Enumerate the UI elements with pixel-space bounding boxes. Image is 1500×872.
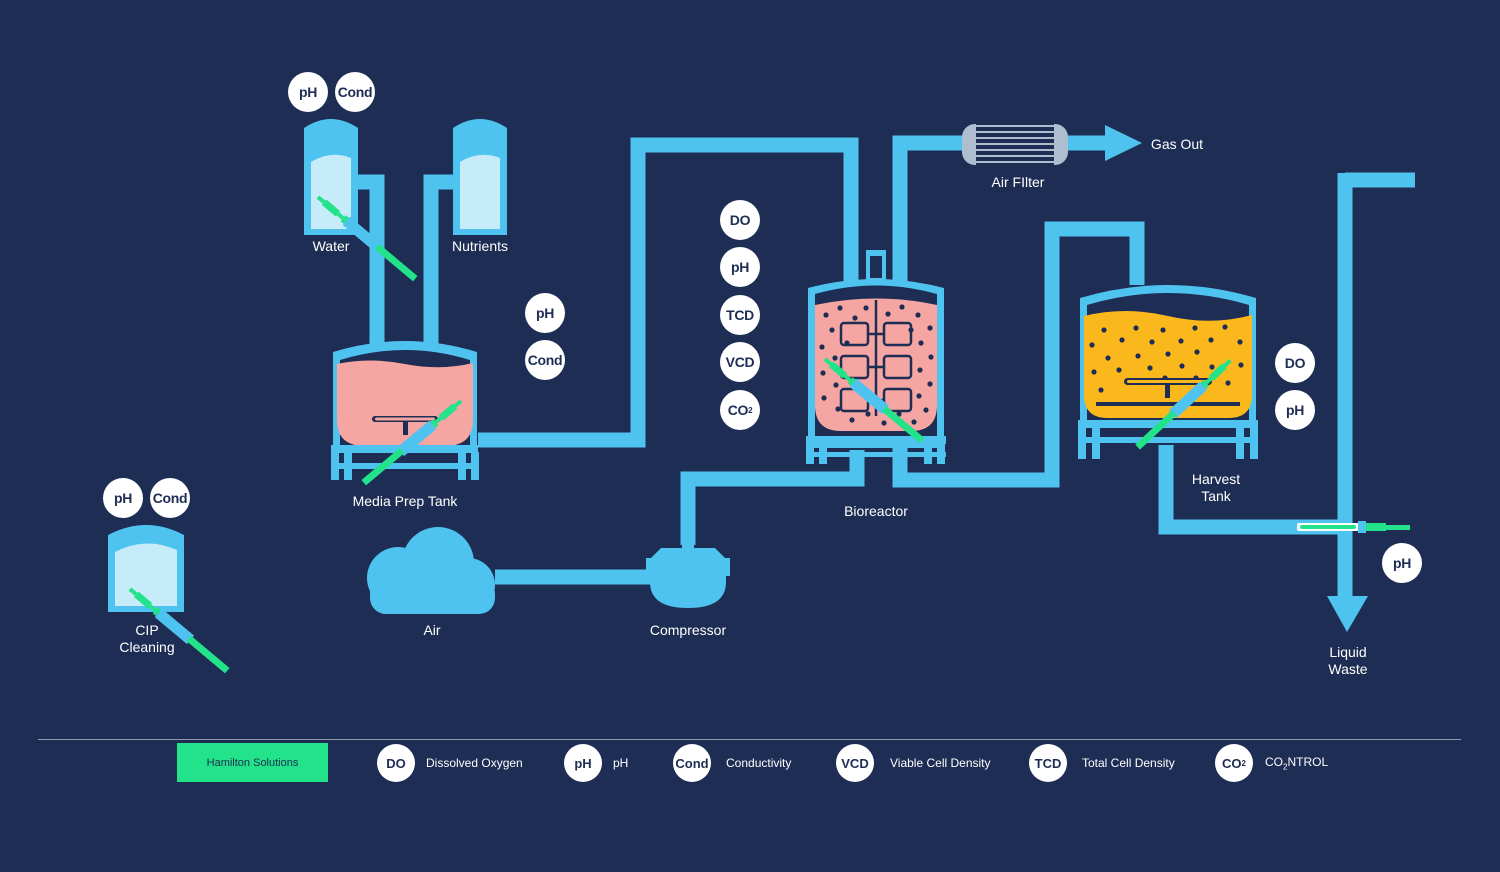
- badge-bioreactor-tcd: TCD: [720, 295, 760, 335]
- badge-co2-text: CO: [727, 402, 749, 418]
- media-prep-tank: [331, 341, 479, 480]
- legend-co2-text-sub: 2: [1283, 762, 1288, 772]
- legend-text: Viable Cell Density: [890, 756, 991, 770]
- label-nutrients: Nutrients: [451, 238, 509, 254]
- label-cip-cleaning: CIP Cleaning: [119, 622, 175, 655]
- water-tank: [304, 119, 358, 235]
- legend-text: Conductivity: [726, 756, 792, 770]
- legend-badge: TCD: [1029, 744, 1067, 782]
- label-harvest-tank: Harvest Tank: [1191, 471, 1241, 504]
- legend-hamilton-solutions: Hamilton Solutions: [177, 743, 328, 782]
- legend-badge: Cond: [673, 744, 711, 782]
- harvest-tank: [1078, 285, 1258, 459]
- air-filter: [962, 121, 1068, 168]
- badge-harvest-do: DO: [1275, 343, 1315, 383]
- label-air-filter: Air FIlter: [991, 174, 1045, 190]
- pipe-waste-down: [1337, 172, 1415, 600]
- legend-divider: [38, 739, 1461, 740]
- legend-badge: DO: [377, 744, 415, 782]
- pipe-harvest-to-waste: [1158, 445, 1345, 535]
- sensor-waste: [1297, 521, 1410, 533]
- pipe-bioreactor-to-harvest: [892, 221, 1145, 488]
- pipe-bioreactor-to-filter: [892, 135, 970, 285]
- harvest-cells: [1089, 324, 1244, 393]
- badge-cip-cond: Cond: [150, 478, 190, 518]
- badge-media-cond: Cond: [525, 340, 565, 380]
- label-liquid-waste: Liquid Waste: [1328, 644, 1368, 677]
- legend-text: Total Cell Density: [1082, 756, 1175, 770]
- pipe-compressor-to-bioreactor: [680, 450, 865, 545]
- label-air: Air: [423, 622, 441, 638]
- badge-media-ph: pH: [525, 293, 565, 333]
- badge-bioreactor-do: DO: [720, 200, 760, 240]
- legend-co2-badge-sub: 2: [1241, 758, 1246, 768]
- badge-waste-ph: pH: [1382, 543, 1422, 583]
- legend-item-do: DO Dissolved Oxygen: [377, 744, 523, 782]
- badge-bioreactor-vcd: VCD: [720, 342, 760, 382]
- badge-bioreactor-ph: pH: [720, 247, 760, 287]
- legend-text: Dissolved Oxygen: [426, 756, 523, 770]
- gas-out-arrow: [1105, 125, 1142, 161]
- label-water: Water: [312, 238, 350, 254]
- air-cloud: [367, 527, 495, 614]
- bioreactor: [806, 250, 946, 464]
- legend-text: pH: [613, 756, 629, 770]
- pipe-water-to-media: [358, 174, 385, 345]
- legend-badge: pH: [564, 744, 602, 782]
- pipe-nutrients-to-media: [423, 174, 455, 345]
- legend-item-cond: Cond Conductivity: [673, 744, 791, 782]
- legend-co2-badge-text: CO: [1222, 755, 1242, 771]
- badge-water-cond: Cond: [335, 72, 375, 112]
- legend-item-vcd: VCD Viable Cell Density: [836, 744, 991, 782]
- legend-co2-text: CO: [1265, 754, 1283, 769]
- pipes: [358, 135, 1415, 600]
- bioreactor-cells: [819, 304, 934, 426]
- pipe-media-to-bioreactor: [478, 137, 859, 448]
- nutrients-tank: [453, 119, 507, 235]
- label-media-prep-tank: Media Prep Tank: [352, 493, 458, 509]
- legend-item-ph: pH pH: [564, 744, 628, 782]
- badge-water-ph: pH: [288, 72, 328, 112]
- label-bioreactor: Bioreactor: [844, 503, 908, 519]
- legend-co2-text-rest: NTROL: [1287, 754, 1329, 769]
- badge-cip-ph: pH: [103, 478, 143, 518]
- legend-text: CO2NTROL: [1265, 755, 1328, 771]
- label-gas-out: Gas Out: [1150, 136, 1204, 152]
- label-compressor: Compressor: [649, 622, 727, 638]
- badge-harvest-ph: pH: [1275, 390, 1315, 430]
- legend-item-tcd: TCD Total Cell Density: [1029, 744, 1175, 782]
- compressor: [646, 536, 730, 608]
- badge-co2-sub: 2: [748, 405, 753, 415]
- legend-badge: VCD: [836, 744, 874, 782]
- liquid-waste-arrow: [1327, 596, 1368, 632]
